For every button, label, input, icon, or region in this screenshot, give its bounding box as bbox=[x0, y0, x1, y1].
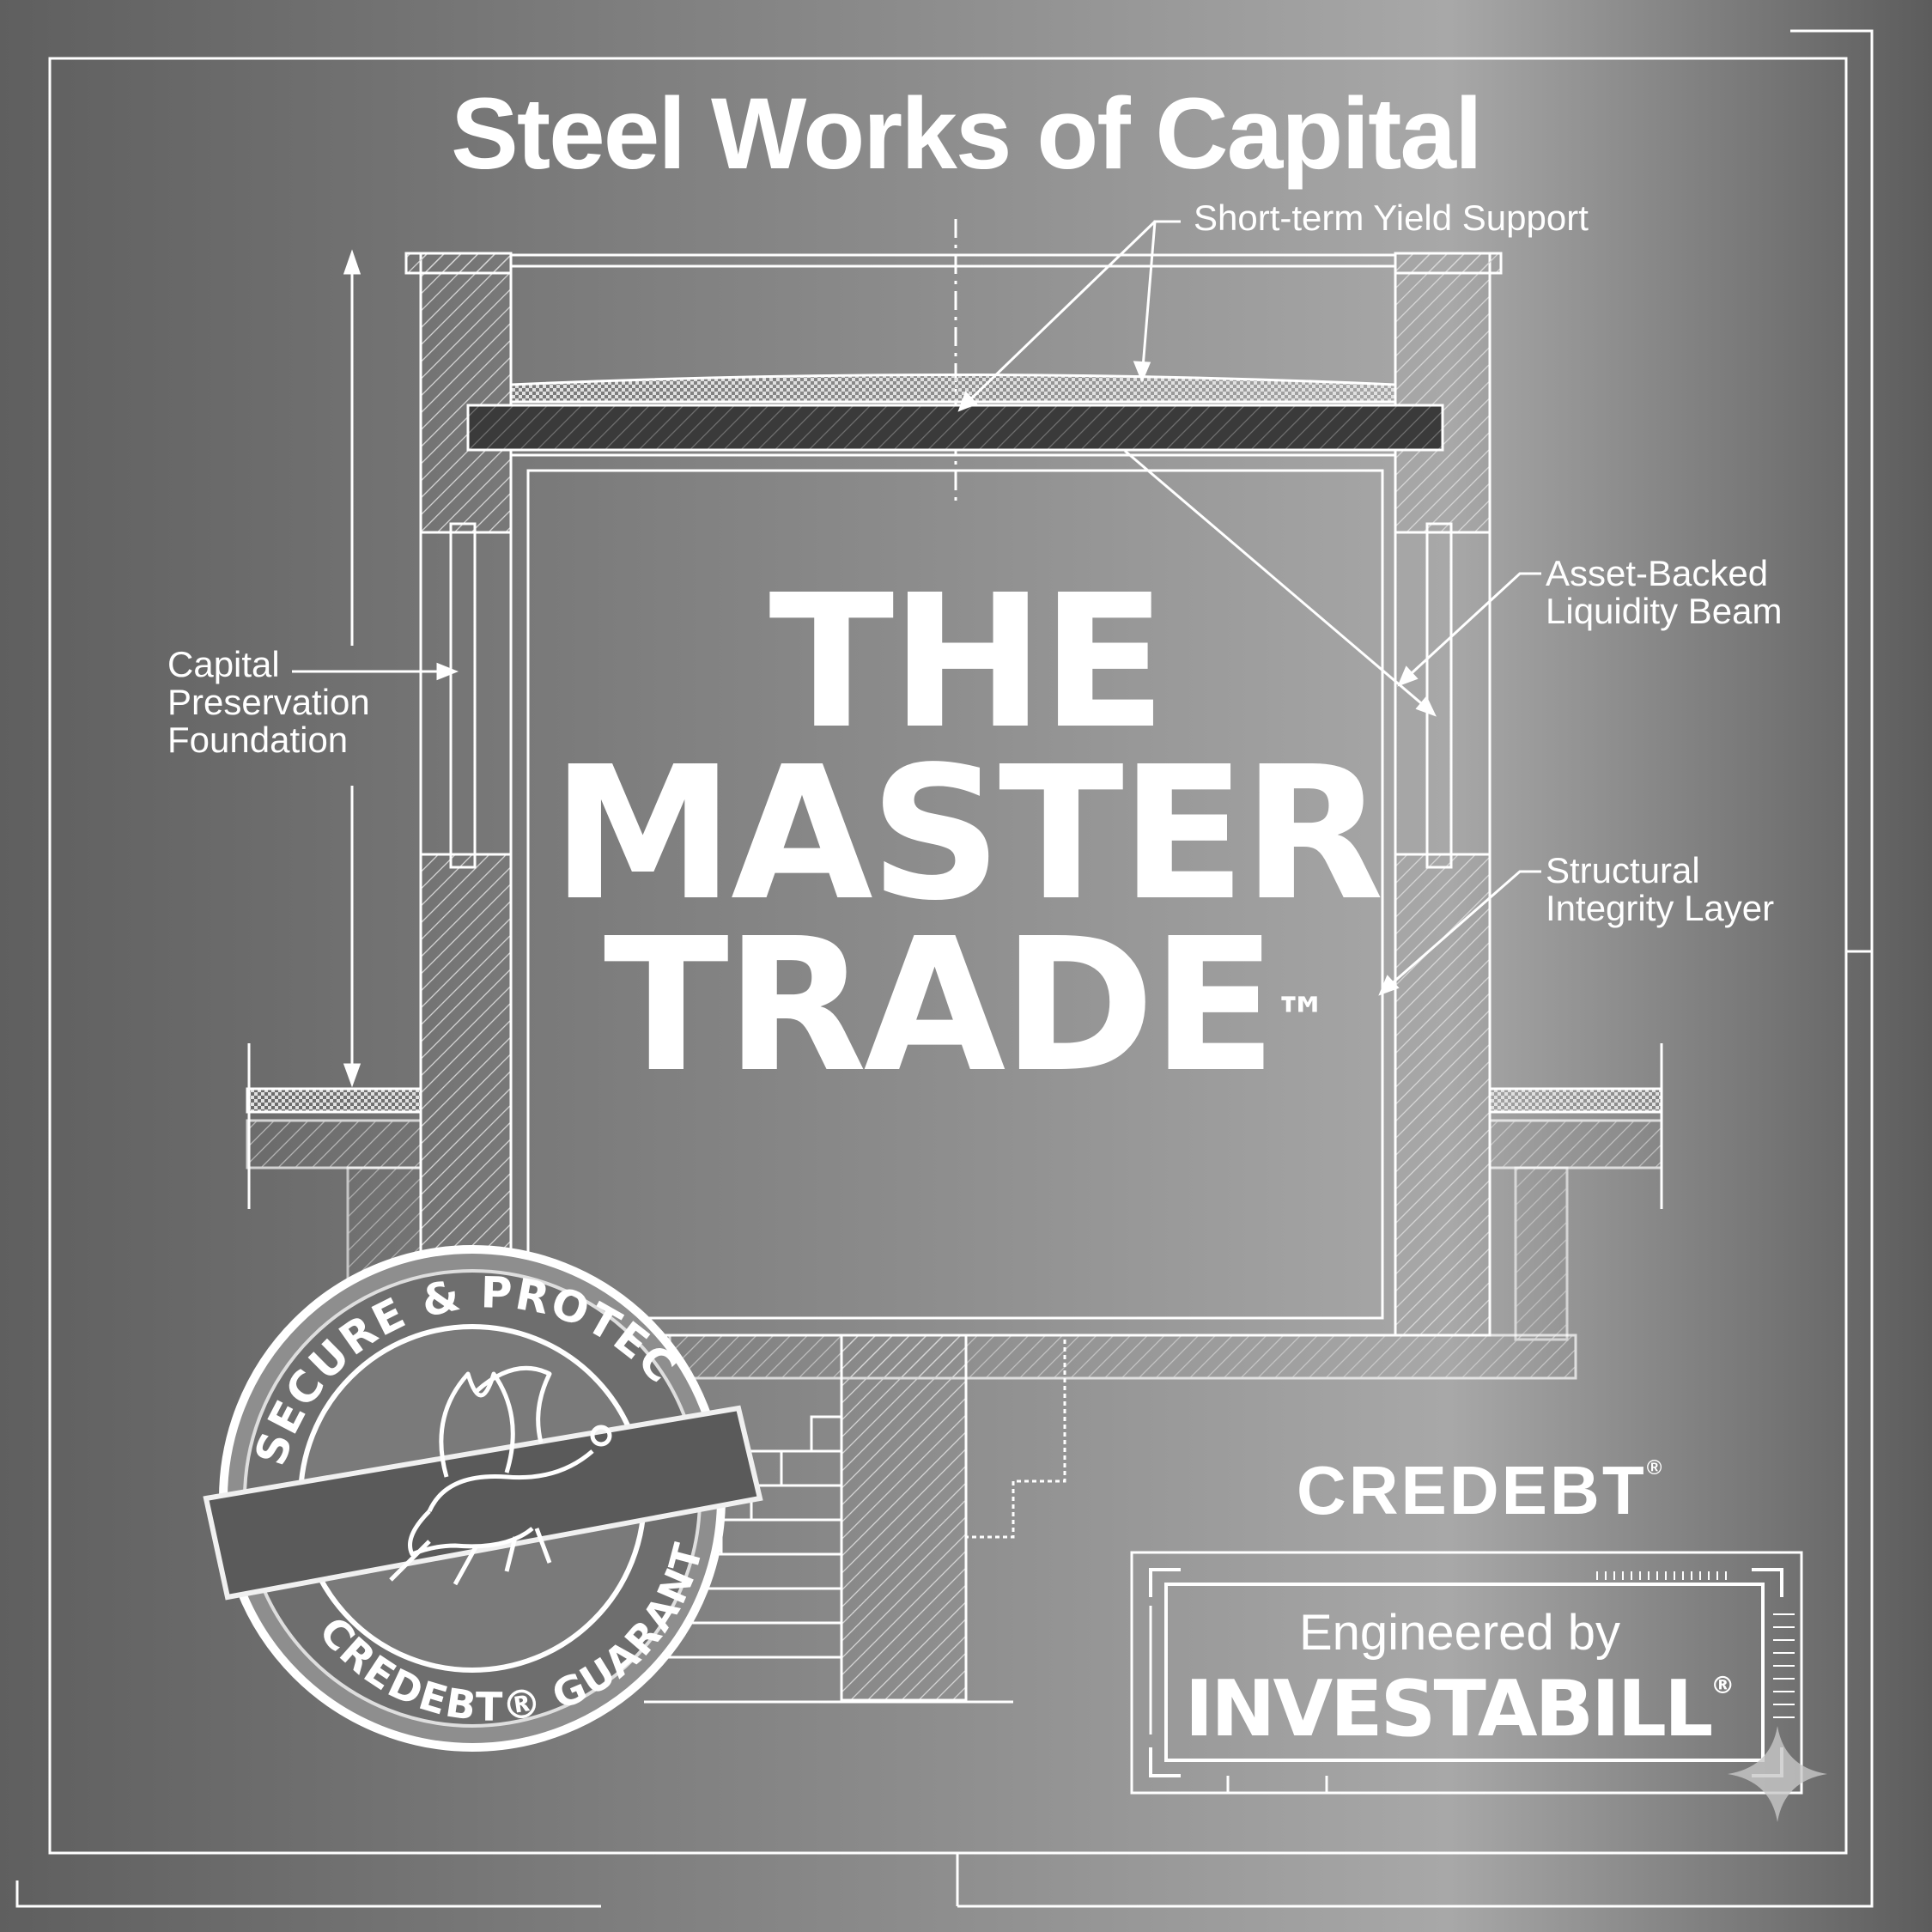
right-wall bbox=[1394, 252, 1503, 1337]
headline-line-3-text: TRADE bbox=[603, 899, 1277, 1113]
brand-registered-mark: ® bbox=[1646, 1456, 1665, 1479]
leader-arrows bbox=[292, 220, 1541, 996]
trademark-mark: ™ bbox=[1273, 987, 1329, 1050]
headline-line-3: TRADE™ bbox=[0, 914, 1932, 1098]
winged-bull-icon bbox=[389, 1365, 612, 1586]
dimension-line bbox=[343, 249, 361, 1088]
label-structural-integrity: Structural Integrity Layer bbox=[1546, 850, 1775, 928]
plate-maker-name: INVESTABILL bbox=[1184, 1664, 1714, 1754]
nameplate bbox=[1130, 1551, 1803, 1795]
label-yield-support: Short-term Yield Support bbox=[1194, 197, 1589, 238]
plate-ticks bbox=[1596, 1571, 1795, 1718]
headline-line-2: MASTER bbox=[551, 727, 1384, 941]
brand-name: CREDEBT bbox=[1297, 1452, 1647, 1528]
page-title: Steel Works of Capital bbox=[451, 77, 1483, 191]
brand-logo: CREDEBT® bbox=[1297, 1451, 1664, 1530]
foundation bbox=[246, 1043, 1663, 1704]
headline: THE MASTER TRADE™ bbox=[0, 556, 1932, 1098]
plate-maker: INVESTABILL® bbox=[1133, 1664, 1786, 1754]
top-lines bbox=[511, 219, 1395, 502]
plate-engineered-by: Engineered by bbox=[1298, 1605, 1621, 1661]
headline-line-1: THE bbox=[769, 556, 1166, 769]
outer-frame bbox=[15, 29, 1874, 1908]
label-capital-preservation: Capital Preservation Foundation bbox=[167, 644, 370, 760]
label-asset-backed-beam: Asset-Backed Liquidity Beam bbox=[1546, 553, 1783, 631]
plate-registered-mark: ® bbox=[1710, 1671, 1735, 1699]
yield-slab bbox=[466, 374, 1444, 452]
sparkle-icon bbox=[1728, 1726, 1827, 1822]
